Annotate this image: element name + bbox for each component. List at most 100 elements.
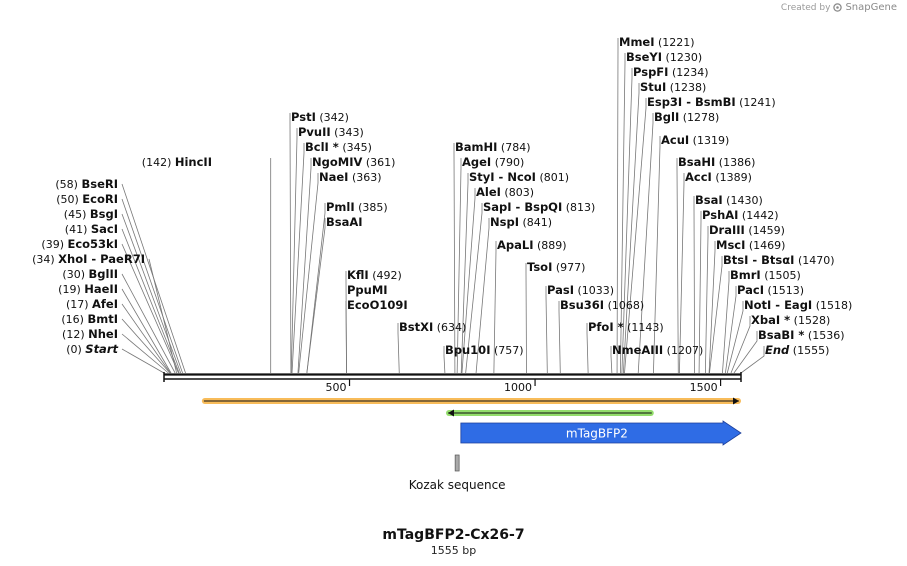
- site-nspi-name: NspI: [490, 215, 519, 229]
- credit-prefix: Created by: [780, 2, 831, 13]
- site-end-label: End (1555): [765, 343, 829, 357]
- snapgene-credit: Created by SnapGene: [781, 2, 897, 13]
- site-btsi-bts-i-name: BtsI - BtsαI: [723, 253, 794, 267]
- site-bsai-leader: [693, 196, 696, 374]
- site-afei-label: (17) AfeI: [66, 297, 118, 311]
- tick-label-1000: 1000: [504, 381, 532, 394]
- site-bsahi-name: BsaHI: [678, 155, 715, 169]
- site-bsai-position: (1430): [723, 194, 763, 207]
- tick-label-1500: 1500: [690, 381, 718, 394]
- site-kfli-label: KflI (492): [347, 268, 402, 282]
- site-draiii-position: (1459): [745, 224, 785, 237]
- site-bmti-position: (16): [61, 313, 87, 326]
- site-labels: (142) HincII(58) BseRI(50) EcoRI(45) Bsg…: [32, 35, 852, 357]
- site-bglii-label: (30) BglII: [62, 267, 118, 281]
- site-draiii-label: DraIII (1459): [709, 223, 785, 237]
- site-bpu10i-leader: [443, 346, 446, 374]
- site-apali-position: (889): [534, 239, 567, 252]
- site-pasi-leader: [545, 286, 548, 374]
- site-bgli-position: (1278): [679, 111, 719, 124]
- site-ngomiv-leader: [297, 158, 312, 374]
- mtagbfp2-feature: [460, 420, 742, 446]
- site-paci-label: PacI (1513): [737, 283, 804, 297]
- site-eco53ki-leader: [121, 243, 179, 374]
- site-ppumi-name: PpuMI: [347, 283, 388, 297]
- map-length: 1555 bp: [430, 544, 477, 557]
- site-pvuii-position: (343): [331, 126, 364, 139]
- site-bsai-name: BsaI: [695, 193, 723, 207]
- site-pspfi-name: PspFI: [633, 65, 668, 79]
- site-pmli-name: PmlI: [326, 200, 355, 214]
- site-pmli-position: (385): [355, 201, 388, 214]
- site-ecoo109i-leader: [345, 301, 347, 374]
- site-pspfi-position: (1234): [668, 66, 708, 79]
- site-bsaai-label: BsaAI: [326, 215, 363, 229]
- site-paci-position: (1513): [764, 284, 804, 297]
- credit-brand: SnapGene: [845, 2, 897, 13]
- site-bsabi-leader: [733, 331, 758, 374]
- site-alei-leader: [461, 188, 476, 374]
- site-pasi-position: (1033): [574, 284, 614, 297]
- site-bseri-name: BseRI: [81, 177, 118, 191]
- site-bsu36i-position: (1068): [604, 299, 644, 312]
- site-xhoi-paer7i-position: (34): [32, 253, 58, 266]
- site-ngomiv-position: (361): [362, 156, 395, 169]
- site-msci-label: MscI (1469): [716, 238, 785, 252]
- site-hincii-position: (142): [142, 156, 175, 169]
- site-ecori-position: (50): [56, 193, 82, 206]
- site-psti-leader: [289, 113, 292, 374]
- site-bsahi-position: (1386): [715, 156, 755, 169]
- site-esp3i-bsmbi-label: Esp3I - BsmBI (1241): [647, 95, 776, 109]
- site-bgli-label: BglI (1278): [654, 110, 719, 124]
- site-nmeaiii-leader: [610, 346, 613, 374]
- site-hincii-label: (142) HincII: [142, 155, 212, 169]
- site-btsi-bts-i-label: BtsI - BtsαI (1470): [723, 253, 835, 267]
- site-bsu36i-label: Bsu36I (1068): [560, 298, 644, 312]
- site-bmri-label: BmrI (1505): [730, 268, 801, 282]
- site-bcli-name: BclI *: [305, 140, 339, 154]
- site-bseyi-name: BseYI: [626, 50, 662, 64]
- site-bpu10i-position: (757): [490, 344, 523, 357]
- map-title: mTagBFP2-Cx26-7: [382, 527, 525, 543]
- site-ecoo109i-name: EcoO109I: [347, 298, 408, 312]
- site-acci-leader: [679, 173, 685, 374]
- site-bsu36i-leader: [558, 301, 561, 374]
- green-orf-arrow-head: [448, 409, 455, 417]
- site-bpu10i-name: Bpu10I: [445, 343, 490, 357]
- site-paci-name: PacI: [737, 283, 764, 297]
- site-bglii-leader: [121, 273, 176, 374]
- site-bsahi-label: BsaHI (1386): [678, 155, 755, 169]
- site-tsoi-position: (977): [552, 261, 585, 274]
- site-acci-position: (1389): [712, 171, 752, 184]
- site-styi-ncoi-label: StyI - NcoI (801): [469, 170, 569, 184]
- site-pshai-name: PshAI: [702, 208, 738, 222]
- site-bglii-name: BglII: [89, 267, 119, 281]
- site-pfoi-label: PfoI * (1143): [588, 320, 664, 334]
- site-saci-name: SacI: [91, 222, 118, 236]
- site-bgli-leader: [637, 113, 654, 374]
- site-mmei-label: MmeI (1221): [619, 35, 695, 49]
- site-start-label: (0) Start: [66, 342, 118, 356]
- dna-backbone: 500 1000 1500: [163, 372, 742, 394]
- site-nmeaiii-label: NmeAIII (1207): [612, 343, 703, 357]
- site-xhoi-paer7i-leader: [148, 258, 178, 374]
- site-acui-position: (1319): [689, 134, 729, 147]
- site-end-position: (1555): [789, 344, 829, 357]
- site-ngomiv-label: NgoMIV (361): [312, 155, 395, 169]
- site-bsgi-label: (45) BsgI: [64, 207, 118, 221]
- site-acci-name: AccI: [685, 170, 712, 184]
- site-bcli-leader: [291, 143, 305, 374]
- orange-orf-arrow-head: [733, 397, 739, 405]
- site-pasi-name: PasI: [547, 283, 574, 297]
- site-bseyi-position: (1230): [662, 51, 702, 64]
- site-ecori-name: EcoRI: [82, 192, 118, 206]
- site-haeii-label: (19) HaeII: [58, 282, 118, 296]
- tick-label-500: 500: [326, 381, 347, 394]
- site-stui-name: StuI: [640, 80, 666, 94]
- site-naei-leader: [298, 173, 319, 374]
- site-bstxi-leader: [397, 323, 400, 374]
- site-haeii-leader: [121, 288, 172, 374]
- site-bmri-position: (1505): [761, 269, 801, 282]
- site-mmei-name: MmeI: [619, 35, 655, 49]
- site-xbai-label: XbaI * (1528): [751, 313, 830, 327]
